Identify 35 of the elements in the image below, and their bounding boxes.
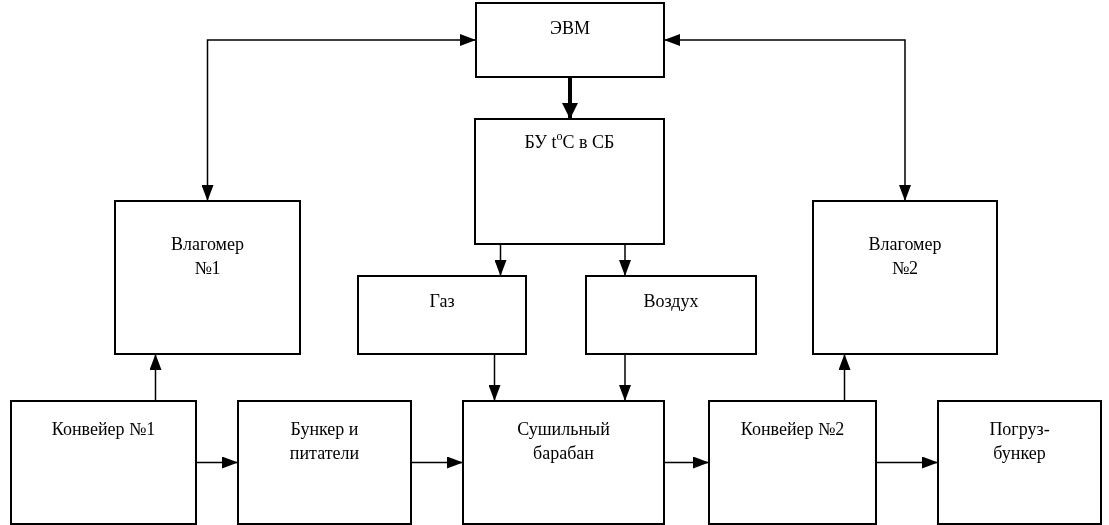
arrow (201, 34, 476, 201)
box-label: ЭВМ (550, 17, 590, 40)
box-label: БУ t$^{o}$C в СБ (524, 130, 615, 154)
arrow (494, 244, 507, 276)
arrow (196, 456, 238, 469)
arrow (664, 456, 709, 469)
process-box (475, 2, 665, 78)
box-label: Конвейер №1 (51, 418, 156, 441)
process-box (812, 200, 998, 355)
arrow (411, 456, 463, 469)
arrow (619, 244, 631, 276)
box-label: Воздух (643, 290, 699, 313)
box-label: Сушильный барабан (516, 418, 611, 465)
process-box (10, 400, 197, 525)
arrow (664, 34, 911, 201)
process-box (585, 275, 757, 355)
process-box (357, 275, 527, 355)
process-box (462, 400, 665, 525)
arrow (838, 354, 851, 401)
box-label: Газ (429, 290, 455, 313)
box-label: Конвейер №2 (740, 418, 845, 441)
arrow (619, 354, 631, 401)
arrow (562, 78, 578, 119)
arrow (488, 354, 501, 401)
process-box (474, 118, 665, 245)
box-label: Бункер и питатели (288, 418, 361, 465)
box-label: Влагомер №2 (867, 233, 943, 280)
box-label: Погруз- бункер (988, 418, 1051, 465)
process-box (937, 400, 1102, 525)
box-label: Влагомер №1 (170, 233, 245, 280)
process-box (708, 400, 877, 525)
process-box (114, 200, 301, 355)
arrow (149, 354, 162, 401)
arrow (876, 456, 938, 469)
process-box (237, 400, 412, 525)
